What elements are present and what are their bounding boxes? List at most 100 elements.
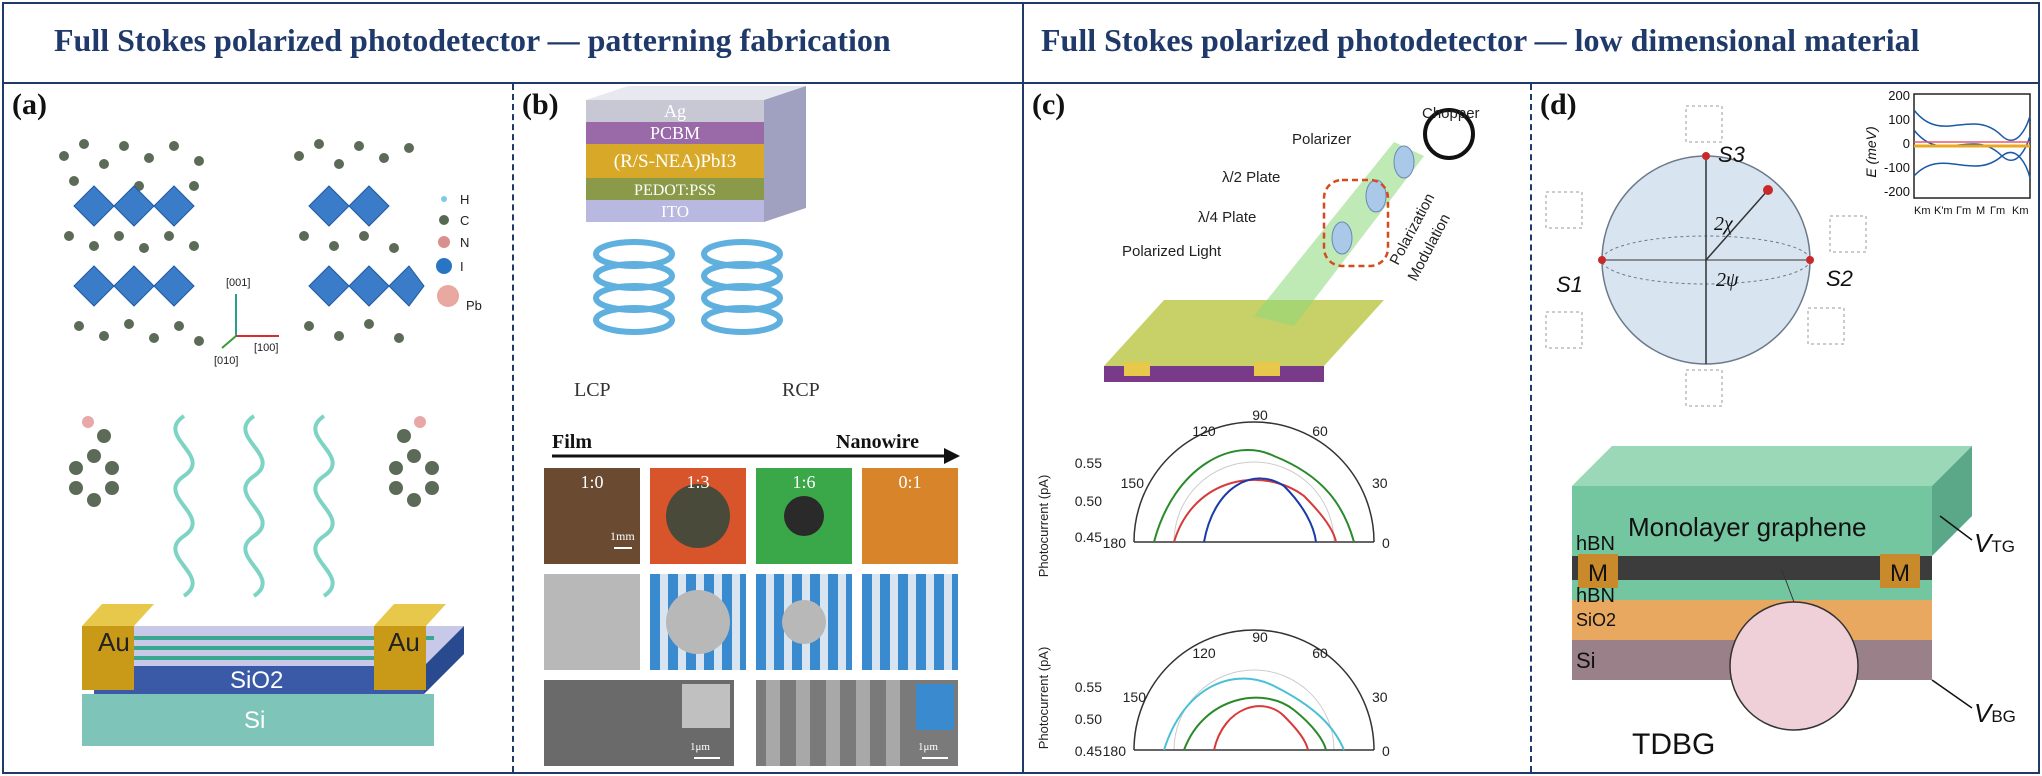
axis-100-label: [100] xyxy=(254,342,278,354)
film-label: Film xyxy=(552,431,592,453)
crystal-axes: [001] [010] [100] xyxy=(214,277,279,367)
sem-image-row: 1μm 1μm xyxy=(544,680,958,766)
title-right: Full Stokes polarized photodetector — lo… xyxy=(1041,22,1920,58)
scale-1mm: 1mm xyxy=(610,529,635,543)
band-structure-plot: E (meV) 200 100 0 -100 -200 Km K'm Γm M … xyxy=(1863,88,2031,217)
atom-legend: H C N I Pb xyxy=(436,192,482,313)
scale-1um-left: 1μm xyxy=(690,741,710,753)
circularly-polarized-light xyxy=(173,414,335,598)
plot1-angle-150: 150 xyxy=(1121,475,1145,491)
plot1-ytick-055: 0.55 xyxy=(1075,455,1102,471)
plot1-ylabel: Photocurrent (pA) xyxy=(1036,475,1051,578)
band-xtick-gamma1: Γm xyxy=(1956,205,1971,217)
half-wave-plate-label: λ/2 Plate xyxy=(1222,169,1280,186)
ratio-1-0: 1:0 xyxy=(580,472,603,492)
electrode-au-left: Au xyxy=(98,627,130,657)
vbg-subscript: BG xyxy=(1991,707,2016,726)
legend-n: N xyxy=(460,235,469,250)
divider-ab xyxy=(512,84,514,772)
legend-c: C xyxy=(460,213,469,228)
legend-h: H xyxy=(460,192,469,207)
monolayer-graphene-label: Monolayer graphene xyxy=(1628,512,1867,542)
helix-lcp xyxy=(593,239,675,335)
chopper-label: Chopper xyxy=(1422,105,1480,122)
divider-cd xyxy=(1530,84,1532,772)
modulation-box xyxy=(1322,178,1390,268)
plot2-ylabel: Photocurrent (pA) xyxy=(1036,647,1051,750)
layer-stack: Ag PCBM (R/S-NEA)PbI3 PEDOT:PSS ITO xyxy=(586,86,806,222)
quarter-wave-plate-label: λ/4 Plate xyxy=(1198,209,1256,226)
band-xtick-m: M xyxy=(1976,205,1985,217)
ratio-1-6: 1:6 xyxy=(792,472,815,492)
chopper-wheel xyxy=(1423,108,1475,160)
plot2-angle-120: 120 xyxy=(1192,645,1216,661)
panel-c-label: (c) xyxy=(1032,88,1066,121)
plot1-angle-0: 0 xyxy=(1382,535,1390,551)
plot2-ytick-045: 0.45 xyxy=(1075,743,1102,759)
axis-010-label: [010] xyxy=(214,355,238,367)
panel-d: (d) S3 S1 S2 2χ 2ψ xyxy=(1532,86,2038,772)
electrode-au-right: Au xyxy=(388,627,420,657)
angle-2chi: 2χ xyxy=(1714,213,1734,235)
moire-zoom-circle xyxy=(1729,601,1859,731)
plot2-angle-150: 150 xyxy=(1123,689,1147,705)
contact-m-left: M xyxy=(1588,560,1608,587)
rcp-label: RCP xyxy=(782,379,820,401)
helix-rcp xyxy=(701,239,783,335)
stokes-s1: S1 xyxy=(1556,272,1583,297)
ratio-1-3: 1:3 xyxy=(686,472,709,492)
plot2-angle-30: 30 xyxy=(1372,689,1388,705)
ratio-0-1: 0:1 xyxy=(898,472,921,492)
panel-a-label: (a) xyxy=(12,88,47,121)
plot2-angle-90: 90 xyxy=(1252,629,1268,645)
layer-si-label: Si xyxy=(244,707,265,734)
plot2-ytick-050: 0.50 xyxy=(1075,711,1102,727)
polar-plot-1: Photocurrent (pA) 0.55 0.50 0.45 180 150… xyxy=(1036,407,1390,577)
scale-1um-right: 1μm xyxy=(918,741,938,753)
stokes-s2: S2 xyxy=(1826,266,1853,291)
legend-pb: Pb xyxy=(466,298,482,313)
band-xtick-km2: Km xyxy=(2012,205,2029,217)
band-xtick-gamma2: Γm xyxy=(1990,205,2005,217)
polar-plot-2: Photocurrent (pA) 0.55 0.50 0.45 180 150… xyxy=(1036,629,1390,759)
vtg-subscript: TG xyxy=(1991,537,2015,556)
band-ylabel: E (meV) xyxy=(1863,126,1879,177)
layer-sio2-label: SiO2 xyxy=(230,667,283,694)
lcp-label: LCP xyxy=(574,379,611,401)
title-left: Full Stokes polarized photodetector — pa… xyxy=(54,22,891,58)
layer-ag: Ag xyxy=(664,101,686,121)
panel-b: (b) Ag PCBM (R/S-NEA)PbI3 PEDOT:PSS ITO xyxy=(514,86,1022,772)
sio2-label: SiO2 xyxy=(1576,610,1616,630)
vtg-label: VTG xyxy=(1974,528,2015,558)
optical-image-row: 1:0 1:3 1:6 0:1 1mm xyxy=(544,468,958,564)
plot1-ytick-045: 0.45 xyxy=(1075,529,1102,545)
panel-d-label: (d) xyxy=(1540,88,1577,121)
panel-a-illustration: [001] [010] [100] H C N I Pb xyxy=(59,139,482,746)
plot1-angle-30: 30 xyxy=(1372,475,1388,491)
nanowire-label: Nanowire xyxy=(836,431,919,453)
chiral-molecule-left xyxy=(69,416,119,507)
panel-a: (a) [001] [010] [100] xyxy=(4,86,512,772)
panel-c: (c) Chopper Polarizer λ/2 Plate λ/4 Plat… xyxy=(1024,86,1530,772)
chiral-molecule-right xyxy=(389,416,439,507)
band-ytick-0: 0 xyxy=(1903,136,1910,151)
si-label: Si xyxy=(1576,648,1596,673)
stokes-s3: S3 xyxy=(1718,142,1746,167)
optical-setup: Chopper Polarizer λ/2 Plate λ/4 Plate Po… xyxy=(1104,105,1480,382)
plot1-angle-120: 120 xyxy=(1192,423,1216,439)
crystal-structure-right xyxy=(294,139,425,343)
photodetector-device: Au Au SiO2 Si xyxy=(82,604,464,746)
polarizer-label: Polarizer xyxy=(1292,131,1351,148)
layer-perovskite: (R/S-NEA)PbI3 xyxy=(614,151,736,172)
panel-b-label: (b) xyxy=(522,88,559,121)
hbn-bottom-label: hBN xyxy=(1576,585,1615,607)
contact-m-right: M xyxy=(1890,560,1910,587)
panel-c-illustration: Chopper Polarizer λ/2 Plate λ/4 Plate Po… xyxy=(1036,105,1480,759)
band-ytick-100: 100 xyxy=(1888,112,1910,127)
plot2-angle-180: 180 xyxy=(1103,743,1127,759)
panel-d-illustration: S3 S1 S2 2χ 2ψ E (meV) xyxy=(1545,88,2031,761)
polarized-light-label: Polarized Light xyxy=(1122,243,1222,260)
poincare-sphere: S3 S1 S2 2χ 2ψ xyxy=(1545,105,1867,407)
layer-ito: ITO xyxy=(661,202,689,221)
